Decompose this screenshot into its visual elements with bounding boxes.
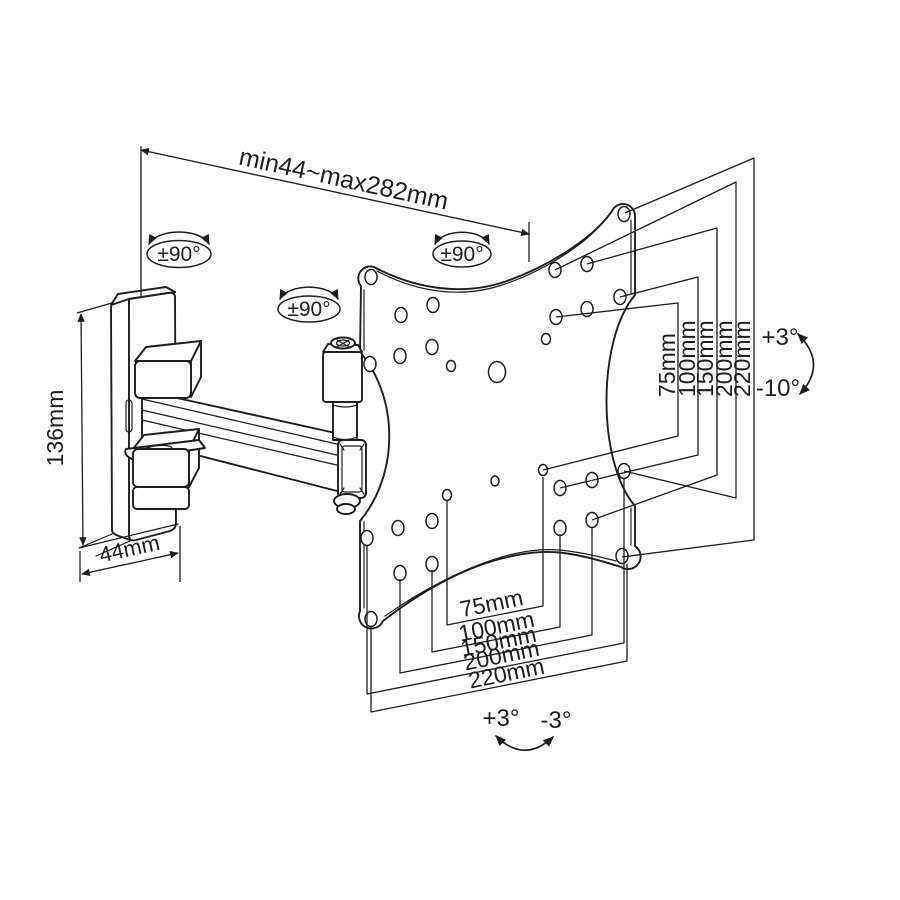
label-vesa-height-75: 75mm (654, 333, 680, 397)
tilt-arc-right-icon (797, 333, 815, 395)
dimension-vesa-heights (542, 157, 755, 558)
label-swivel-wall: ±90° (157, 243, 200, 266)
label-swivel-plate: ±90° (440, 243, 483, 266)
rotation-arrows-icon (279, 286, 339, 301)
pivot-assembly (322, 336, 367, 515)
label-tilt-bottom-left: +3° (483, 705, 520, 732)
vesa-width-leader (446, 477, 544, 626)
vesa-height-leader (554, 181, 737, 499)
vesa-hole (490, 475, 500, 487)
dimension-vesa-widths (366, 477, 628, 713)
vesa-width-leader (370, 564, 628, 713)
label-vesa-height-220: 220mm (729, 320, 755, 397)
vesa-hole (363, 355, 377, 373)
dimension-wall-plate-depth (79, 526, 181, 582)
label-vesa-height-100: 100mm (674, 320, 700, 397)
dimension-extension-range (140, 146, 530, 297)
pivot-block-bevels (339, 443, 365, 495)
clamp-bottom-front (132, 448, 190, 488)
vesa-hole (425, 338, 439, 356)
clamp-top-front (134, 360, 192, 399)
tilt-arc-bottom-icon (495, 735, 554, 751)
height-extension-line (76, 302, 113, 314)
vesa-plate-edge-thickness (363, 211, 632, 617)
label-wall-plate-height: 136mm (42, 390, 68, 467)
vesa-width-leader (431, 534, 561, 653)
vesa-height-leader (559, 276, 699, 489)
label-tilt-bottom-right: -3° (541, 707, 572, 734)
vesa-width-leader (366, 478, 625, 695)
label-vesa-height-150: 150mm (692, 320, 718, 397)
extension-dim-line (140, 148, 530, 236)
vesa-hole (426, 296, 440, 314)
pivot-head (322, 351, 363, 403)
vesa-hole (393, 564, 407, 582)
clamp-bottom-lower (132, 486, 190, 510)
vesa-hole (364, 610, 378, 628)
vesa-hole (445, 359, 457, 373)
pivot-block-panel (341, 445, 363, 493)
vesa-hole (425, 512, 439, 530)
label-extension-range: min44~max282mm (237, 143, 451, 216)
vesa-width-leader (399, 527, 593, 674)
pivot-screw-cross-icon (336, 339, 350, 348)
articulating-arm (124, 340, 350, 510)
height-dim-line (77, 313, 87, 546)
vesa-height-leader (621, 157, 755, 558)
depth-dim-line (81, 551, 179, 576)
vesa-hole (364, 268, 378, 286)
depth-extension-lines (79, 526, 181, 582)
pivot-piston (332, 401, 358, 441)
vesa-hole (553, 519, 567, 537)
vesa-plate (357, 202, 642, 630)
rotation-arrows-icon (148, 231, 210, 246)
wall-plate-side-face (110, 297, 131, 541)
label-wall-plate-depth: 44mm (97, 530, 162, 568)
vesa-hole (391, 519, 405, 537)
vesa-hole (393, 347, 407, 365)
wall-plate-slot (125, 399, 133, 433)
swivel-symbol-plate (432, 231, 492, 268)
label-tilt-right-up: +3° (762, 324, 799, 351)
vesa-hole (360, 529, 374, 547)
pivot-bottom-nut (336, 503, 356, 515)
label-tilt-right-down: -10° (756, 375, 800, 402)
vesa-hole (394, 306, 408, 324)
vesa-hole (425, 555, 439, 573)
vesa-height-leader (542, 302, 679, 471)
vesa-hole (540, 332, 552, 346)
rotation-arrows-icon (434, 231, 490, 246)
vesa-hole (617, 205, 631, 223)
dimension-wall-plate-height (76, 302, 113, 546)
swivel-symbol-elbow (277, 286, 341, 323)
vesa-hole (441, 488, 453, 502)
swivel-symbol-wall (146, 231, 212, 269)
vesa-center-hole (487, 360, 507, 384)
vesa-height-leader (586, 227, 718, 521)
label-swivel-elbow: ±90° (287, 298, 330, 321)
label-vesa-height-200: 200mm (711, 320, 737, 397)
pivot-screw-inner (335, 339, 351, 347)
